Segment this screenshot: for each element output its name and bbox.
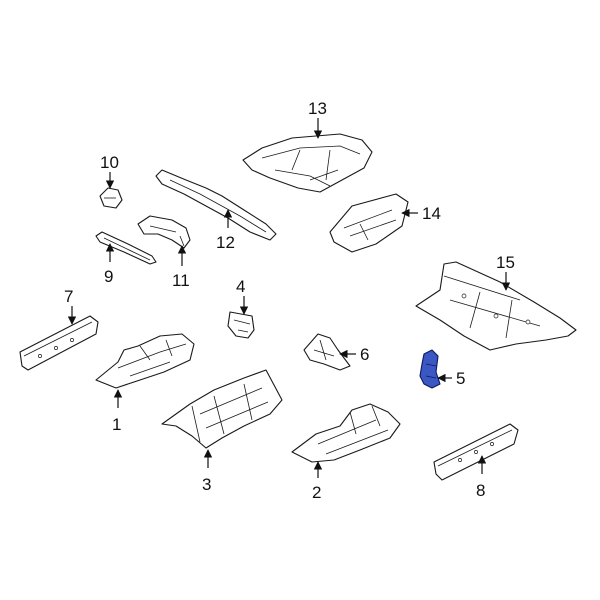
callout-1[interactable]: 1 bbox=[112, 415, 121, 434]
callout-4[interactable]: 4 bbox=[236, 277, 245, 296]
callout-14[interactable]: 14 bbox=[422, 204, 441, 223]
callout-2[interactable]: 2 bbox=[312, 483, 321, 502]
callout-12[interactable]: 12 bbox=[216, 233, 235, 252]
part-4-shape[interactable] bbox=[227, 311, 255, 339]
part-1-shape[interactable] bbox=[95, 333, 195, 389]
part-11-shape[interactable] bbox=[137, 215, 191, 249]
part-14-shape[interactable] bbox=[329, 193, 409, 253]
callout-10[interactable]: 10 bbox=[100, 153, 119, 172]
callout-8[interactable]: 8 bbox=[476, 481, 485, 500]
callout-13[interactable]: 13 bbox=[308, 99, 327, 118]
part-10-shape[interactable] bbox=[99, 187, 123, 209]
part-15-shape[interactable] bbox=[415, 261, 577, 351]
part-2-shape[interactable] bbox=[291, 403, 401, 463]
callout-3[interactable]: 3 bbox=[202, 475, 211, 494]
part-12-shape[interactable] bbox=[155, 169, 277, 241]
part-8-shape[interactable] bbox=[433, 423, 519, 481]
part-9-shape[interactable] bbox=[95, 231, 157, 265]
part-13-shape[interactable] bbox=[242, 133, 373, 193]
callout-11[interactable]: 11 bbox=[172, 271, 190, 290]
part-6-shape[interactable] bbox=[303, 333, 351, 371]
part-3-shape[interactable] bbox=[161, 369, 283, 449]
callout-6[interactable]: 6 bbox=[360, 345, 369, 364]
callout-7[interactable]: 7 bbox=[64, 287, 73, 306]
part-5-shape[interactable] bbox=[419, 349, 441, 389]
callout-15[interactable]: 15 bbox=[496, 253, 515, 272]
callout-5[interactable]: 5 bbox=[456, 369, 465, 388]
callout-9[interactable]: 9 bbox=[104, 267, 113, 286]
part-7-shape[interactable] bbox=[19, 315, 99, 371]
